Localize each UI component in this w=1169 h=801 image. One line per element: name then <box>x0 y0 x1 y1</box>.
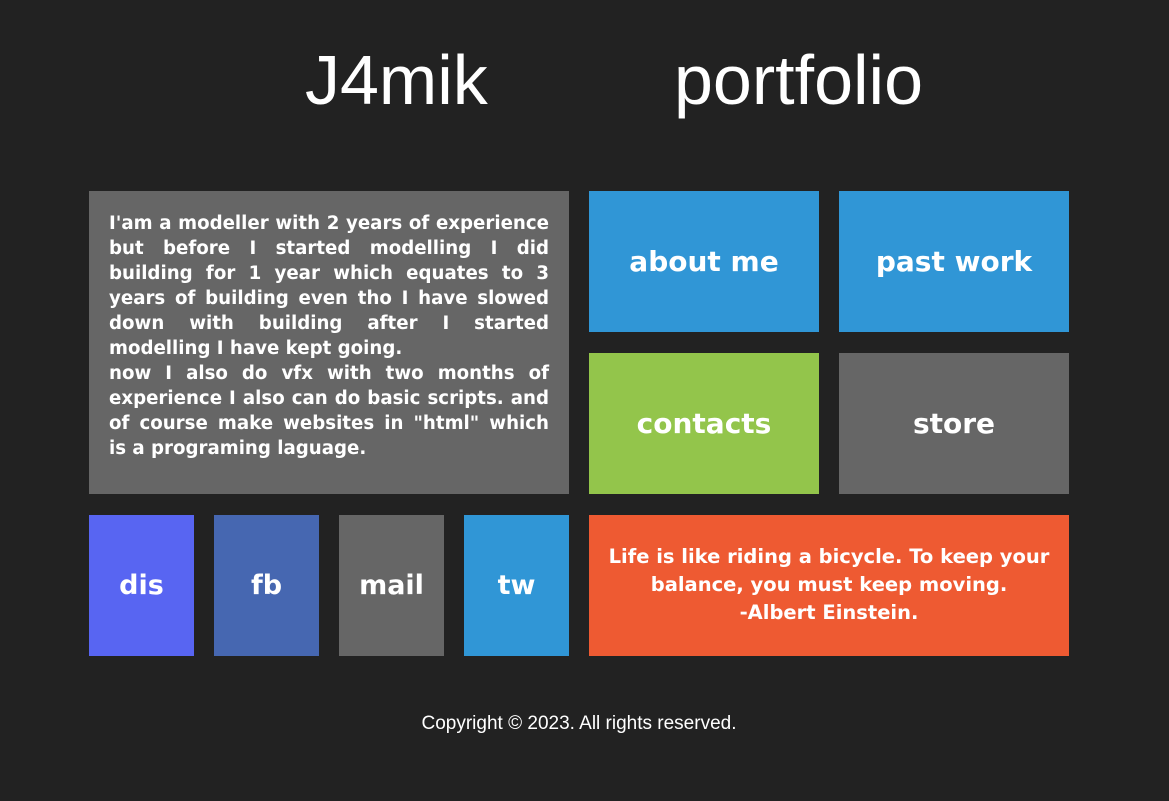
mail-tile[interactable]: mail <box>339 515 444 656</box>
discord-label: dis <box>119 570 164 601</box>
facebook-label: fb <box>250 570 283 601</box>
quote-line-2: balance, you must keep moving. <box>650 573 1008 596</box>
twitter-tile[interactable]: tw <box>464 515 569 656</box>
quote-line-1: Life is like riding a bicycle. To keep y… <box>608 545 1050 568</box>
site-subtitle: portfolio <box>674 41 924 119</box>
store-tile[interactable]: store <box>839 353 1069 494</box>
mail-label: mail <box>359 570 424 601</box>
bio-paragraph-2: now I also do vfx with two months of exp… <box>109 363 549 459</box>
twitter-label: tw <box>497 570 536 601</box>
quote-panel: Life is like riding a bicycle. To keep y… <box>589 515 1069 656</box>
about-me-label: about me <box>629 245 779 278</box>
store-label: store <box>912 407 996 440</box>
past-work-label: past work <box>875 245 1033 278</box>
facebook-tile[interactable]: fb <box>214 515 319 656</box>
quote-author: -Albert Einstein. <box>739 601 919 624</box>
contacts-label: contacts <box>636 407 772 440</box>
copyright-footer: Copyright © 2023. All rights reserved. <box>421 713 737 734</box>
past-work-tile[interactable]: past work <box>839 191 1069 332</box>
about-me-tile[interactable]: about me <box>589 191 819 332</box>
bio-paragraph-1: I'am a modeller with 2 years of experien… <box>109 213 549 359</box>
contacts-tile[interactable]: contacts <box>589 353 819 494</box>
bio-panel: I'am a modeller with 2 years of experien… <box>89 191 569 494</box>
site-name: J4mik <box>305 41 488 119</box>
discord-tile[interactable]: dis <box>89 515 194 656</box>
